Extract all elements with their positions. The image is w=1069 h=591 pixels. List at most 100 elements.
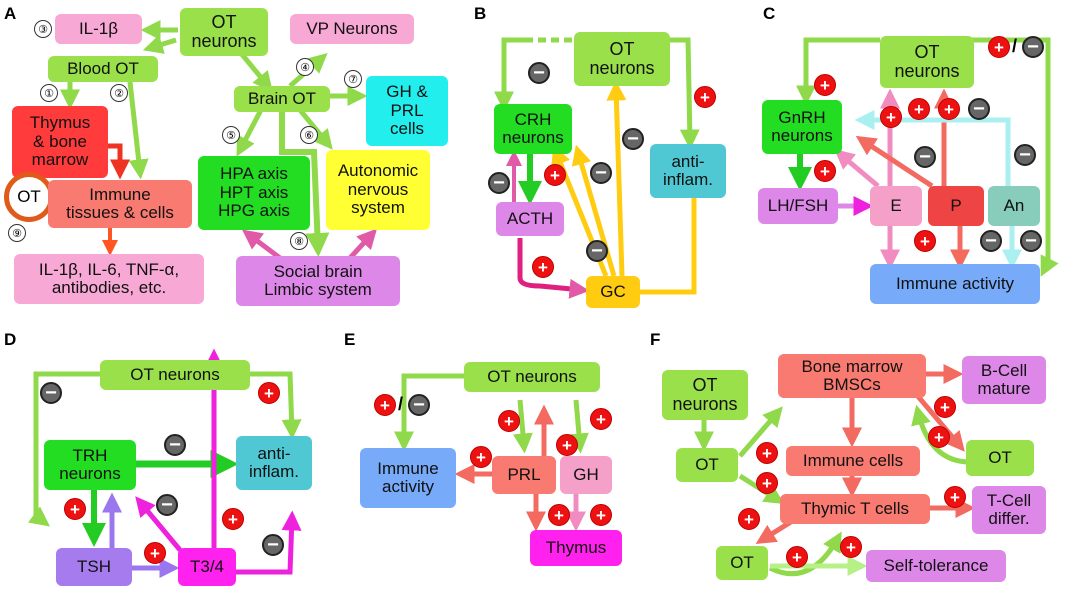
a-num-9: ⑨ xyxy=(8,224,26,242)
f-plus-1: + xyxy=(756,442,778,464)
a-num-5: ⑤ xyxy=(222,126,240,144)
e-immune-activity: Immune activity xyxy=(360,448,456,508)
panel-d-label: D xyxy=(4,330,17,349)
a-num-7: ⑦ xyxy=(344,70,362,88)
a-thymus-bone-marrow: Thymus & bone marrow xyxy=(12,106,108,178)
c-ot-neurons: OT neurons xyxy=(880,36,974,88)
d-tsh: TSH xyxy=(56,548,132,586)
f-ot-bottom: OT xyxy=(716,546,768,580)
panel-f-label: F xyxy=(650,330,661,349)
c-minus-5: − xyxy=(1020,230,1042,252)
b-crh-neurons: CRH neurons xyxy=(494,104,572,154)
c-an: An xyxy=(988,186,1040,226)
panel-e-arrows xyxy=(394,373,589,532)
a-ot-neurons: OT neurons xyxy=(180,8,268,56)
e-prl: PRL xyxy=(492,456,556,494)
d-plus-1: + xyxy=(258,382,280,404)
a-social-brain: Social brain Limbic system xyxy=(236,256,400,306)
e-plus-5: + xyxy=(548,504,570,526)
panel-a-label: A xyxy=(4,4,17,23)
c-slash: / xyxy=(1012,36,1018,56)
a-immune-tissues-cells: Immune tissues & cells xyxy=(48,180,192,228)
d-plus-2: + xyxy=(64,498,86,520)
d-minus-3: − xyxy=(156,494,178,516)
c-gnrh-neurons: GnRH neurons xyxy=(762,100,842,154)
f-plus-7: + xyxy=(786,546,808,568)
b-minus-5: − xyxy=(586,240,608,262)
e-plus-4: + xyxy=(470,446,492,468)
b-plus-3: + xyxy=(532,256,554,278)
f-ot-right: OT xyxy=(966,440,1034,476)
a-num-1: ① xyxy=(40,84,58,102)
e-gh: GH xyxy=(560,456,612,494)
a-blood-ot: Blood OT xyxy=(48,56,158,82)
f-plus-4: + xyxy=(934,396,956,418)
c-plus-5: + xyxy=(814,160,836,182)
a-hpa-hpt-hpg: HPA axis HPT axis HPG axis xyxy=(198,156,310,230)
panel-d-arrows xyxy=(28,348,302,578)
a-vp-neurons: VP Neurons xyxy=(290,14,414,44)
d-trh-neurons: TRH neurons xyxy=(44,440,136,490)
c-minus-1: − xyxy=(968,98,990,120)
a-brain-ot: Brain OT xyxy=(234,86,330,112)
a-il1b-top: IL-1β xyxy=(55,14,142,44)
a-num-8: ⑧ xyxy=(290,232,308,250)
f-plus-8: + xyxy=(840,536,862,558)
c-minus-2: − xyxy=(914,146,936,168)
panel-a-arrows xyxy=(60,20,378,260)
f-self-tolerance: Self-tolerance xyxy=(866,550,1006,582)
f-plus-3: + xyxy=(738,508,760,530)
b-acth: ACTH xyxy=(496,202,564,236)
e-plus-1: + xyxy=(498,410,520,432)
c-minus-4: − xyxy=(980,230,1002,252)
d-t34: T3/4 xyxy=(178,548,236,586)
a-gh-prl-cells: GH & PRL cells xyxy=(366,76,448,146)
b-minus-3: − xyxy=(590,162,612,184)
c-plus-4: + xyxy=(938,98,960,120)
d-minus-4: − xyxy=(262,534,284,556)
d-anti-inflam: anti- inflam. xyxy=(236,436,312,490)
a-ot-ring: OT xyxy=(4,172,54,222)
e-plus-2: + xyxy=(556,434,578,456)
a-autonomic-nervous-system: Autonomic nervous system xyxy=(326,150,430,230)
b-anti-inflam: anti- inflam. xyxy=(650,144,726,198)
d-minus-2: − xyxy=(164,434,186,456)
c-e: E xyxy=(870,186,922,226)
f-immune-cells: Immune cells xyxy=(786,446,920,476)
c-plus-2: + xyxy=(880,106,902,128)
b-minus-4: − xyxy=(622,128,644,150)
e-slash: / xyxy=(398,394,404,414)
f-ot-left: OT xyxy=(676,448,738,482)
e-plus-6: + xyxy=(590,504,612,526)
b-plus-1: + xyxy=(694,86,716,108)
c-minus-3: − xyxy=(1014,144,1036,166)
a-num-2: ② xyxy=(110,84,128,102)
c-plus-6: + xyxy=(914,230,936,252)
f-bone-marrow-bmscs: Bone marrow BMSCs xyxy=(778,354,926,398)
c-minus-top: − xyxy=(1022,36,1044,58)
d-plus-4: + xyxy=(144,542,166,564)
f-thymic-t-cells: Thymic T cells xyxy=(780,494,930,524)
c-plus-1: + xyxy=(814,74,836,96)
f-tcell-differ: T-Cell differ. xyxy=(972,486,1046,534)
d-minus-1: − xyxy=(40,382,62,404)
c-lh-fsh: LH/FSH xyxy=(758,188,838,224)
a-cytokines: IL-1β, IL-6, TNF-α, antibodies, etc. xyxy=(14,254,204,304)
a-num-4: ④ xyxy=(296,58,314,76)
d-plus-3: + xyxy=(222,508,244,530)
a-num-6: ⑥ xyxy=(300,126,318,144)
panel-c-label: C xyxy=(763,4,776,23)
b-minus-1: − xyxy=(528,62,550,84)
f-plus-5: + xyxy=(928,426,950,448)
b-ot-neurons: OT neurons xyxy=(574,32,670,86)
e-thymus: Thymus xyxy=(530,530,622,566)
b-plus-2: + xyxy=(544,164,566,186)
f-plus-2: + xyxy=(756,472,778,494)
c-p: P xyxy=(928,186,984,226)
e-ot-neurons: OT neurons xyxy=(464,362,600,392)
panel-b-label: B xyxy=(474,4,487,23)
f-ot-neurons: OT neurons xyxy=(662,370,748,420)
f-plus-6: + xyxy=(944,486,966,508)
c-immune-activity: Immune activity xyxy=(870,264,1040,304)
